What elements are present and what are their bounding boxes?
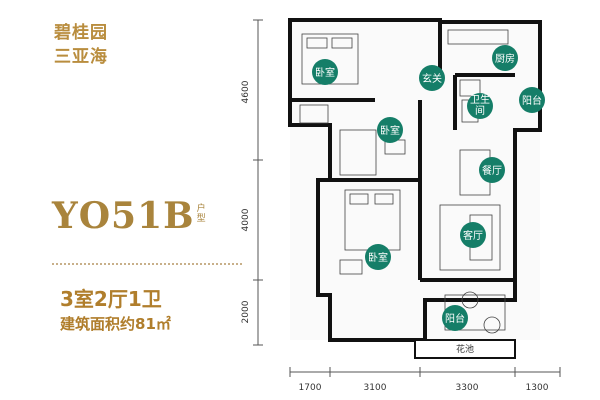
room-label: 阳台 (445, 312, 465, 325)
room-balcony-bottom: 阳台 (442, 305, 468, 331)
room-kitchen: 厨房 (492, 45, 518, 71)
dimension-bottom-1: 1700 (299, 383, 322, 393)
brand-name: 碧桂园 (54, 23, 108, 43)
room-label: 卧室 (315, 66, 335, 79)
dimension-bottom-3: 3300 (456, 383, 479, 393)
model-suffix-bottom: 型 (196, 214, 206, 224)
room-bedroom-top: 卧室 (312, 59, 338, 85)
dimension-left-middle: 4000 (241, 208, 251, 231)
dimension-lines (253, 19, 561, 377)
dimension-left-bottom: 2000 (241, 300, 251, 323)
room-bedroom-bottom: 卧室 (365, 244, 391, 270)
flower-bed-label: 花池 (456, 343, 474, 355)
room-foyer: 玄关 (419, 65, 445, 91)
room-label: 客厅 (463, 229, 483, 242)
room-bedroom-middle: 卧室 (377, 117, 403, 143)
model-title: YO51B 户 型 (52, 196, 206, 236)
title-divider (52, 263, 242, 265)
furniture (299, 29, 509, 334)
brand-project: 三亚海 (54, 47, 108, 67)
room-label: 厨房 (495, 52, 515, 65)
dimension-bottom-2: 3100 (364, 383, 387, 393)
room-layout: 3室2厅1卫 (60, 287, 162, 311)
room-label: 玄关 (422, 72, 442, 85)
room-label: 阳台 (522, 94, 542, 107)
room-bathroom: 卫生 间 (467, 93, 493, 119)
room-label: 卧室 (380, 124, 400, 137)
dimension-bottom-4: 1300 (526, 383, 549, 393)
model-code: YO51B (52, 195, 195, 237)
dimension-left-top: 4600 (241, 80, 251, 103)
room-balcony-right: 阳台 (519, 87, 545, 113)
room-living: 客厅 (460, 222, 486, 248)
model-suffix: 户 型 (197, 204, 206, 224)
floor-area: 建筑面积约81㎡ (60, 315, 171, 333)
walls (288, 18, 542, 359)
room-label-line1: 卫生 (470, 93, 490, 106)
room-label-line2: 间 (475, 104, 485, 117)
room-label: 餐厅 (482, 164, 502, 177)
model-suffix-top: 户 (196, 204, 206, 214)
room-label: 卧室 (368, 251, 388, 264)
room-dining: 餐厅 (479, 157, 505, 183)
